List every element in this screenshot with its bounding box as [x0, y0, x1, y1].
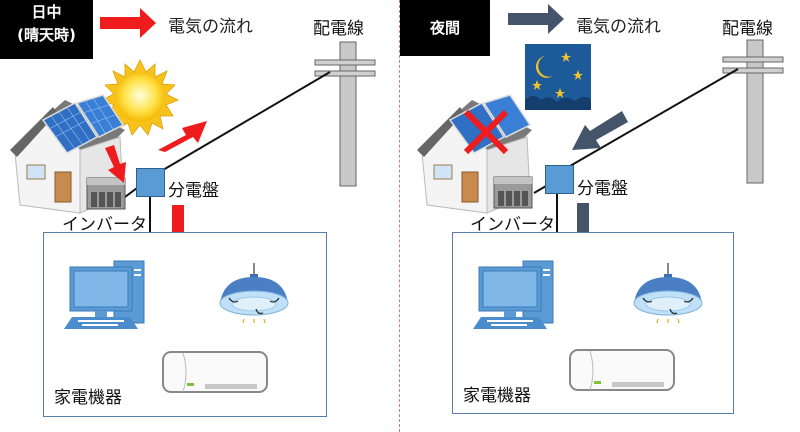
- utility-pole-icon: [722, 39, 784, 184]
- solar-disabled-x-icon: [463, 109, 509, 155]
- appliances-label: 家電機器: [463, 386, 531, 406]
- mode-label-night: 夜間: [400, 0, 490, 56]
- sun-icon: [101, 59, 179, 136]
- mode-label-line1: 夜間: [429, 19, 460, 37]
- desktop-computer-icon: [473, 260, 554, 329]
- legend-label: 電気の流れ: [576, 17, 661, 37]
- desktop-computer-icon: [64, 260, 145, 329]
- distribution-board-icon: [136, 168, 165, 197]
- distribution-board-label: 分電盤: [577, 179, 628, 199]
- mode-label-line2: (晴天時): [17, 26, 76, 44]
- inverter-icon: [493, 176, 533, 209]
- stars: [532, 52, 583, 98]
- distribution-board-label: 分電盤: [168, 181, 219, 201]
- flow-arrow-to-grid: [158, 121, 207, 152]
- air-conditioner-icon: [569, 349, 675, 391]
- inverter-icon: [86, 177, 126, 210]
- moon-icon: [535, 56, 553, 78]
- appliances-box: 家電機器: [43, 232, 327, 417]
- flow-arrow-solar-to-inverter: [105, 145, 126, 183]
- solar-panel-icon: [41, 94, 125, 154]
- inverter-label: インバータ: [62, 215, 147, 235]
- inverter-label: インバータ: [470, 215, 555, 235]
- air-conditioner-icon: [162, 351, 268, 393]
- ceiling-lamp-icon: [219, 263, 289, 324]
- appliances-label: 家電機器: [54, 388, 122, 408]
- night-panel: 夜間 電気の流れ 配電線: [400, 0, 800, 432]
- pole-label: 配電線: [313, 19, 364, 39]
- pole-label: 配電線: [722, 19, 773, 39]
- mode-label-day: 日中 (晴天時): [0, 0, 93, 59]
- appliances-box: 家電機器: [452, 232, 734, 414]
- day-panel: 日中 (晴天時) 電気の流れ 配電線: [0, 0, 376, 417]
- legend-label: 電気の流れ: [168, 17, 253, 37]
- flow-arrow-from-grid: [572, 111, 628, 150]
- night-sky-icon: [525, 44, 591, 110]
- legend-arrow-night-icon: [508, 4, 564, 34]
- panel-divider: [399, 0, 400, 432]
- distribution-board-icon: [545, 165, 574, 194]
- mode-label-line1: 日中: [31, 3, 62, 21]
- utility-pole-icon: [314, 41, 376, 187]
- legend-arrow-day-icon: [100, 8, 156, 38]
- ceiling-lamp-icon: [633, 263, 703, 324]
